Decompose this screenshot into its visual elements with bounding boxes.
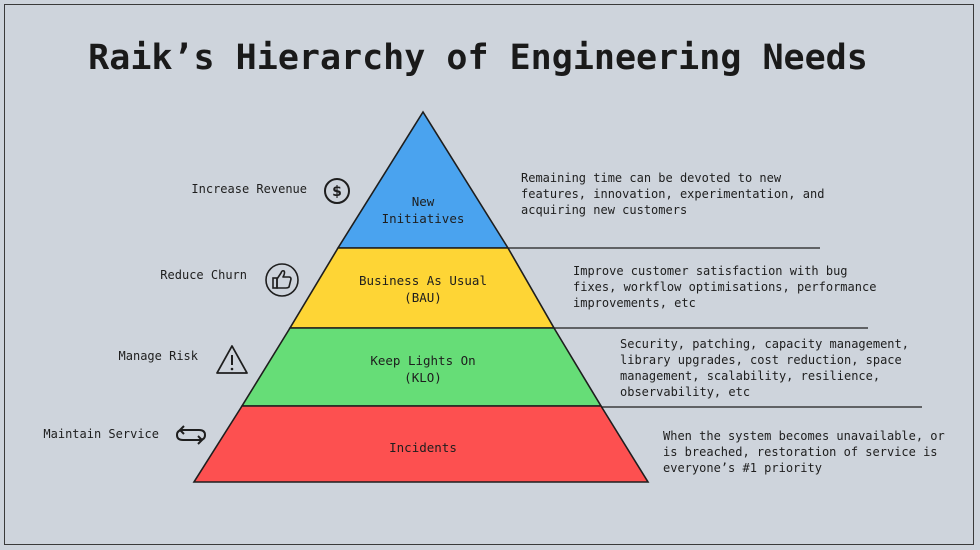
diagram-frame [4,4,974,545]
need-maintain-service: Maintain Service [43,427,159,441]
level-new-initiatives [336,110,510,249]
warning-icon [216,345,248,374]
diagram-title: Raik’s Hierarchy of Engineering Needs [88,38,868,78]
thumbs-up-icon [265,263,299,297]
description-bau: Improve customer satisfaction with bug f… [573,264,877,310]
description-incidents: When the system becomes unavailable, or … [663,429,945,475]
level-label-incidents: Incidents [389,440,457,455]
need-reduce-churn: Reduce Churn [160,268,247,282]
description-new-initiatives: Remaining time can be devoted to new fea… [521,171,825,217]
need-increase-revenue: Increase Revenue [191,182,307,196]
level-incidents [192,405,650,483]
need-manage-risk: Manage Risk [118,349,198,363]
svg-text:$: $ [332,184,342,200]
level-label-new-initiatives: New Initiatives [381,194,465,226]
description-klo: Security, patching, capacity management,… [620,337,909,399]
repeat-icon [175,425,207,445]
dollar-icon: $ [324,178,350,204]
level-label-klo: Keep Lights On (KLO) [370,353,476,385]
level-label-bau: Business As Usual (BAU) [359,273,487,305]
